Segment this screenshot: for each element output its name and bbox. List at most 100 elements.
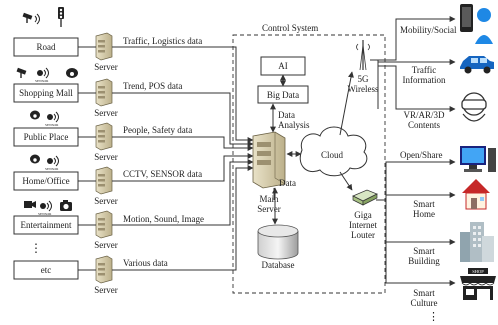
big-data-box [257, 85, 309, 104]
sensor-icon: SENSOR [45, 111, 59, 127]
svg-text:SENSOR: SENSOR [35, 79, 49, 83]
home-office-label: Home/Office [22, 176, 69, 186]
big-data-label: Big Data [267, 90, 299, 100]
cloud-to-5g-arrow [339, 71, 354, 136]
output-smart-culture-line1: Smart [413, 288, 435, 298]
car-icon [460, 56, 494, 74]
edge-server-label: Server [94, 240, 118, 250]
wireless-label-line2: Wireless [347, 84, 379, 94]
antenna-icon [356, 40, 370, 71]
source-public-place: SENSOR Public Place [13, 110, 79, 147]
flow-label-road: Traffic, Logistics data [123, 36, 202, 46]
more-outputs-ellipsis: ⋮ [428, 311, 439, 323]
output-smart-building-line2: Building [408, 256, 440, 266]
giga-label-line1: Giga [354, 210, 372, 220]
more-sources-ellipsis: ⋮ [30, 241, 42, 255]
data-analysis-line2: Analysis [278, 120, 310, 130]
edge-server-label: Server [94, 152, 118, 162]
cloud-shape [299, 126, 368, 177]
traffic-light-icon [58, 7, 64, 27]
svg-text:SENSOR: SENSOR [45, 167, 59, 171]
arrow-smart-culture [385, 200, 456, 286]
edge-server-label: Server [94, 196, 118, 206]
cloud-to-giga-arrow [339, 171, 353, 191]
entertainment-label: Entertainment [21, 220, 72, 230]
entertainment-flow-arrow [112, 159, 254, 226]
output-traffic-label-line2: Information [403, 75, 446, 85]
data-label: Data [279, 178, 296, 188]
cctv-icon [22, 12, 40, 25]
data-analysis-line1: Data [278, 110, 295, 120]
svg-text:SENSOR: SENSOR [38, 212, 52, 216]
arrow-open-share [376, 159, 456, 201]
home-flow-arrow [112, 153, 254, 182]
ai-label: AI [278, 61, 288, 71]
smart-building-icon [460, 222, 494, 262]
edge-server-icon [95, 32, 113, 61]
dome-camera-icon [66, 68, 78, 78]
main-server-icon [252, 131, 286, 189]
etc-flow-arrow [112, 165, 254, 271]
flow-label-mall: Trend, POS data [123, 81, 182, 91]
output-smart-home-line2: Home [413, 209, 435, 219]
cloud-label: Cloud [321, 150, 344, 160]
public-place-label: Public Place [24, 132, 69, 142]
camera-icon [60, 200, 72, 211]
edge-server-label: Server [94, 108, 118, 118]
output-open-share-label: Open/Share [400, 150, 443, 160]
database-label: Database [262, 260, 295, 270]
sensor-icon: SENSOR [35, 67, 49, 83]
giga-label-line3: Louter [351, 230, 375, 240]
public-flow-arrow [112, 136, 254, 151]
output-smart-building-line1: Smart [413, 246, 435, 256]
arrow-smart-home [385, 192, 456, 200]
cctv-icon [16, 67, 27, 78]
shop-icon: SHOP [460, 268, 496, 300]
sensor-icon: SENSOR [38, 200, 52, 216]
desktop-computer-icon [460, 146, 496, 172]
shopping-mall-label: Shopping Mall [19, 88, 73, 98]
flow-label-public: People, Safety data [123, 125, 192, 135]
flow-label-entertainment: Motion, Sound, Image [123, 214, 204, 224]
vr-headset-icon [461, 92, 487, 122]
output-vr-label-line1: VR/AR/3D [403, 110, 445, 120]
database-icon [257, 224, 299, 260]
control-system-boundary [232, 34, 386, 294]
output-smart-culture-line2: Culture [411, 298, 438, 308]
source-entertainment: SENSOR Entertainment [13, 200, 79, 235]
source-shopping-mall: SENSOR Shopping Mall [13, 67, 79, 103]
smart-home-icon [462, 179, 490, 210]
edge-server-label: Server [94, 285, 118, 295]
arrow-vr [378, 65, 456, 112]
road-flow-arrow [112, 46, 254, 143]
giga-label-line2: Internet [349, 220, 377, 230]
source-home-office: SENSOR Home/Office [13, 154, 79, 191]
svg-text:SENSOR: SENSOR [45, 123, 59, 127]
flow-label-home: CCTV, SENSOR data [123, 169, 202, 179]
video-camera-icon [24, 201, 36, 208]
wireless-label-line1: 5G [358, 74, 370, 84]
source-road: Road [13, 7, 79, 57]
main-server-label-line2: Server [257, 204, 281, 214]
output-mobility-label: Mobility/Social [400, 25, 457, 35]
control-system-title: Control System [262, 23, 318, 33]
flow-label-etc: Various data [123, 258, 168, 268]
output-smart-home-line1: Smart [413, 199, 435, 209]
router-icon [352, 189, 378, 206]
edge-server-icon [95, 210, 113, 239]
source-etc: etc [13, 260, 79, 280]
output-vr-label-line2: Contents [408, 120, 440, 130]
dome-camera-icon [30, 154, 40, 164]
mall-flow-arrow [112, 92, 254, 147]
arrow-mobility [378, 16, 456, 61]
edge-server-icon [95, 166, 113, 195]
svg-text:SHOP: SHOP [472, 269, 484, 274]
road-label: Road [37, 42, 56, 52]
edge-server-icon [95, 122, 113, 151]
smartphone-user-icon [460, 4, 493, 44]
edge-server-label: Server [94, 62, 118, 72]
edge-server-icon [95, 78, 113, 107]
main-server-label-line1: Main [260, 194, 279, 204]
edge-server-icon [95, 255, 113, 284]
